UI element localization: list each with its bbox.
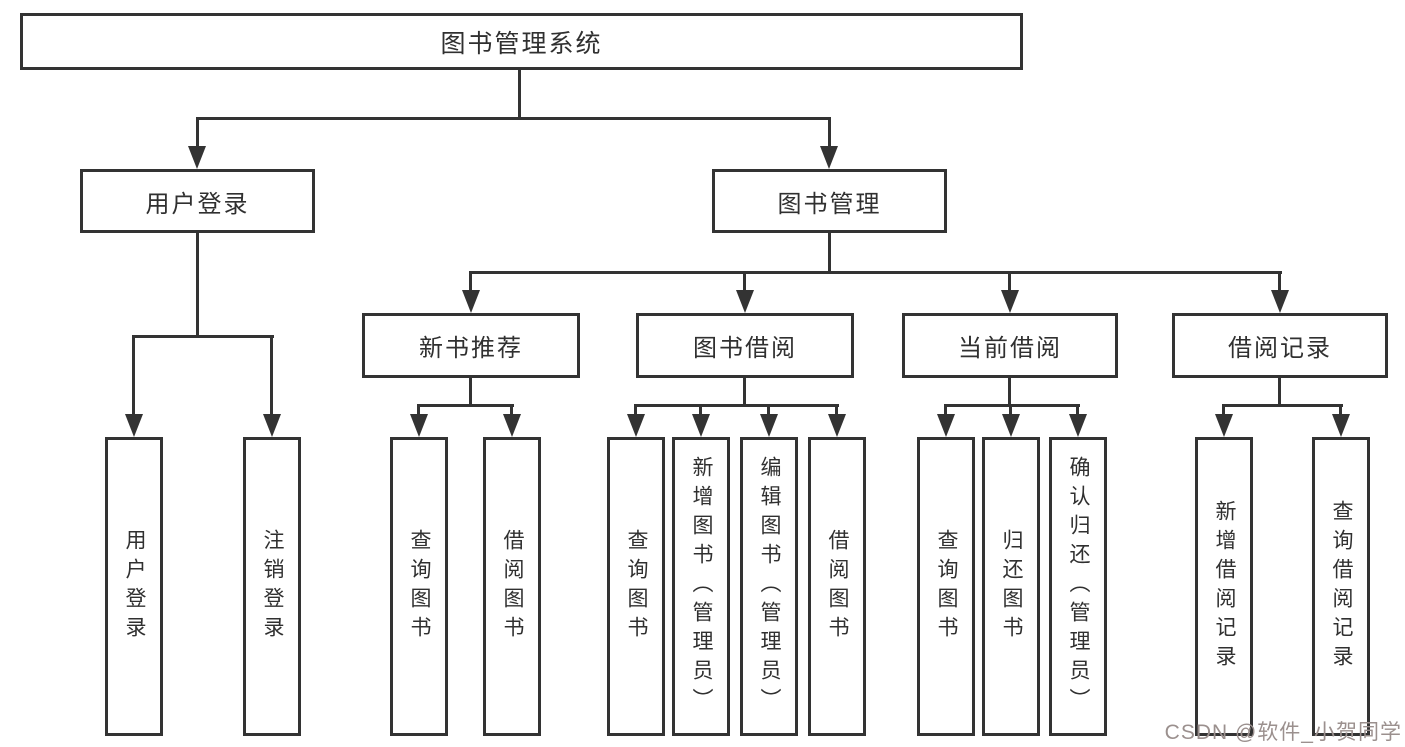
connector-line [469,378,472,406]
connector-line [634,406,637,416]
arrow-down [410,414,428,437]
arrow-down [760,414,778,437]
node-book-management: 图书管理 [712,169,947,233]
leaf-borrowing-edit-books-admin: 编辑图书（管理员） [740,437,798,736]
node-label: 查询图书 [625,528,648,645]
leaf-records-add-borrow-record: 新增借阅记录 [1195,437,1253,736]
node-new-book-recommendation: 新书推荐 [362,313,580,378]
arrow-down [462,290,480,313]
connector-line [1222,404,1343,407]
connector-line [270,337,273,417]
node-label: 查询借阅记录 [1330,499,1353,674]
leaf-records-query-borrow-record: 查询借阅记录 [1312,437,1370,736]
node-current-borrowing: 当前借阅 [902,313,1118,378]
node-label: 新增借阅记录 [1213,499,1236,674]
node-label: 查询图书 [408,528,431,645]
connector-line [944,406,947,416]
connector-line [510,406,513,416]
leaf-current-query-books: 查询图书 [917,437,975,736]
leaf-recommend-borrow-books: 借阅图书 [483,437,541,736]
node-label: 借阅记录 [1228,335,1332,362]
connector-line [1278,273,1281,293]
leaf-borrowing-add-books-admin: 新增图书（管理员） [672,437,730,736]
connector-line [469,271,1282,274]
connector-line [469,273,472,293]
arrow-down [1215,414,1233,437]
node-borrowing-records: 借阅记录 [1172,313,1388,378]
arrow-down [503,414,521,437]
connector-line [767,406,770,416]
node-label: 借阅图书 [826,528,849,645]
arrow-down [1271,290,1289,313]
node-user-login: 用户登录 [80,169,315,233]
connector-line [1278,378,1281,406]
connector-line [1339,406,1342,416]
arrow-down [188,146,206,169]
connector-line [743,378,746,406]
connector-line [944,404,1080,407]
connector-line [417,404,514,407]
node-label: 注销登录 [261,528,284,645]
arrow-down [1001,290,1019,313]
leaf-recommend-query-books: 查询图书 [390,437,448,736]
node-label: 图书管理 [777,190,882,218]
node-book-borrowing: 图书借阅 [636,313,854,378]
node-label: 编辑图书（管理员） [758,456,781,717]
leaf-borrowing-query-books: 查询图书 [607,437,665,736]
connector-line [1008,378,1011,406]
connector-line [828,118,831,150]
connector-line [835,406,838,416]
node-label: 确认归还（管理员） [1067,456,1090,717]
arrow-down [820,146,838,169]
connector-line [417,406,420,416]
csdn-watermark: CSDN @软件_小贺同学 [1164,721,1402,744]
connector-line [1008,273,1011,293]
arrow-down [263,414,281,437]
connector-line [196,233,199,338]
connector-line [828,233,831,273]
leaf-current-confirm-return-admin: 确认归还（管理员） [1049,437,1107,736]
arrow-down [1069,414,1087,437]
node-label: 用户登录 [123,528,146,645]
connector-line [743,273,746,293]
node-label: 新增图书（管理员） [690,456,713,717]
arrow-down [1332,414,1350,437]
node-label: 用户登录 [145,190,250,218]
node-label: 归还图书 [1000,528,1023,645]
node-label: 图书管理系统 [440,29,603,58]
arrow-down [1002,414,1020,437]
arrow-down [937,414,955,437]
node-label: 当前借阅 [958,335,1062,362]
leaf-user-login: 用户登录 [105,437,163,736]
arrow-down [692,414,710,437]
arrow-down [627,414,645,437]
node-label: 图书借阅 [693,335,797,362]
arrow-down [736,290,754,313]
leaf-borrowing-borrow-books: 借阅图书 [808,437,866,736]
leaf-logout: 注销登录 [243,437,301,736]
leaf-current-return-books: 归还图书 [982,437,1040,736]
arrow-down [125,414,143,437]
connector-line [518,70,521,118]
connector-line [1076,406,1079,416]
arrow-down [828,414,846,437]
node-root-library-management-system: 图书管理系统 [20,13,1023,70]
connector-line [196,117,831,120]
node-label: 新书推荐 [419,335,523,362]
connector-line [132,337,135,417]
connector-line [634,404,839,407]
connector-line [1009,406,1012,416]
node-label: 查询图书 [935,528,958,645]
connector-line [1222,406,1225,416]
connector-line [196,118,199,150]
node-label: 借阅图书 [501,528,524,645]
connector-line [132,335,274,338]
connector-line [699,406,702,416]
